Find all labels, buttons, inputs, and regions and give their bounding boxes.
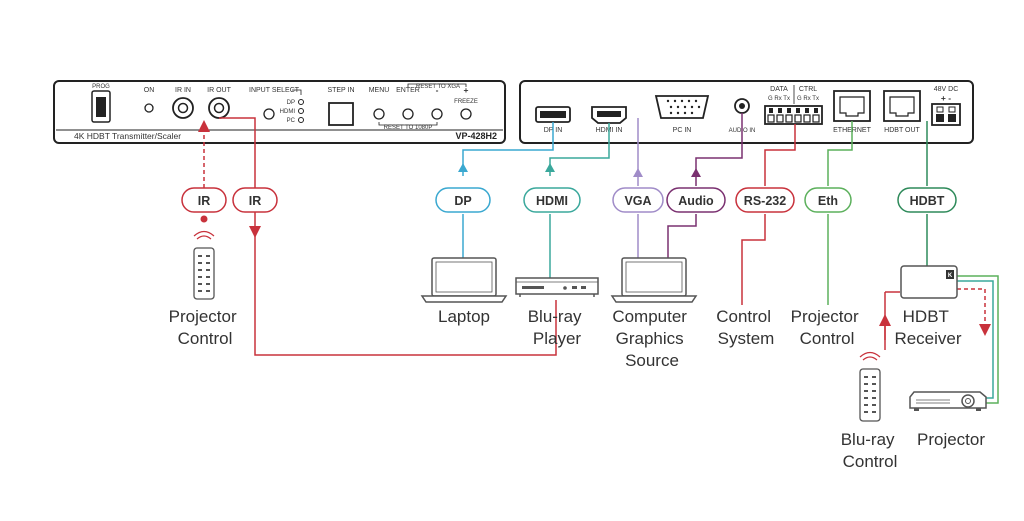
freeze-label: FREEZE: [454, 99, 478, 105]
tag-audio: Audio: [666, 187, 726, 213]
panel-caption: 4K HDBT Transmitter/Scaler: [74, 131, 181, 141]
projector-icon: [909, 391, 987, 411]
power-label: 48V DC: [934, 86, 959, 93]
led-dp: [298, 99, 304, 105]
hdbt-receiver-icon: K: [900, 265, 958, 299]
cable-receiver-projector: [957, 275, 999, 404]
svg-text:VGA: VGA: [624, 194, 651, 208]
cable-rs232: [764, 124, 796, 186]
svg-text:K: K: [948, 273, 953, 279]
label-computer-source: Computer Graphics Source: [612, 307, 691, 370]
model-label: VP-428H2: [455, 131, 497, 141]
on-label: ON: [144, 87, 155, 94]
step-in-button[interactable]: [328, 102, 354, 126]
ir-sensor-dot: [200, 215, 208, 223]
svg-text:HDMI: HDMI: [536, 194, 568, 208]
input-select-label: INPUT SELECT: [249, 87, 300, 94]
device-labels: Projector Control Laptop Blu-ray Player …: [169, 307, 986, 471]
led-hdmi: [298, 108, 304, 114]
data-label: DATA: [770, 86, 788, 93]
menu-label: MENU: [369, 87, 390, 94]
label-laptop: Laptop: [438, 307, 490, 326]
computer-laptop-icon: [610, 257, 698, 303]
tag-ir-in: IR: [181, 187, 227, 213]
led-pc-label: PC: [287, 118, 296, 124]
hdbt-out-label: HDBT OUT: [884, 127, 920, 134]
data-pins-label: G Rx Tx: [768, 96, 790, 102]
label-bluray-control: Blu-ray Control: [841, 430, 900, 471]
label-hdbt-receiver: HDBT Receiver: [894, 307, 961, 348]
menu-button[interactable]: [373, 108, 385, 120]
cable-tags: IR IR DP HDMI VGA Audio RS-232 Eth: [181, 187, 957, 213]
svg-text:IR: IR: [249, 194, 262, 208]
reset-1080-label: RESET TO 1080P: [384, 125, 433, 131]
prog-label: PROG: [92, 84, 110, 90]
power-pins-label: + -: [941, 93, 951, 103]
tag-dp: DP: [435, 187, 491, 213]
cables: [198, 113, 999, 404]
laptop-icon: [420, 257, 508, 303]
svg-text:IR: IR: [198, 194, 211, 208]
pc-in-label: PC IN: [673, 127, 692, 134]
input-select-button[interactable]: [263, 108, 275, 120]
ctrl-label: CTRL: [799, 86, 817, 93]
reset-xga-label: RESET TO XGA: [416, 84, 460, 90]
tag-vga: VGA: [612, 187, 664, 213]
enter-label: ENTER: [396, 87, 420, 94]
projector-remote-icon: [193, 230, 215, 300]
label-projector: Projector: [917, 430, 985, 449]
label-projector-control-2: Projector Control: [791, 307, 864, 348]
front-panel: PROG ON IR IN IR OUT INPUT SELECT DP HDM…: [53, 80, 506, 144]
led-pc: [298, 117, 304, 123]
rear-panel: DP IN HDMI IN PC IN AUDIO IN DATA CTRL G…: [519, 80, 974, 144]
bluray-remote-icon: [859, 351, 881, 422]
svg-text:HDBT: HDBT: [910, 194, 945, 208]
pc-in-port[interactable]: [654, 95, 710, 119]
minus-button[interactable]: [431, 108, 443, 120]
label-bluray-player: Blu-ray Player: [528, 307, 587, 348]
ir-out-label: IR OUT: [207, 87, 231, 94]
cable-receiver-ir-out: [957, 288, 991, 336]
tag-eth: Eth: [804, 187, 852, 213]
plus-button[interactable]: [460, 108, 472, 120]
tag-hdbt: HDBT: [897, 187, 957, 213]
minus-label: -: [436, 85, 439, 95]
label-projector-control-1: Projector Control: [169, 307, 242, 348]
step-in-label: STEP IN: [327, 87, 354, 94]
tag-ir-out: IR: [232, 187, 278, 213]
led-dp-label: DP: [287, 100, 295, 106]
led-hdmi-label: HDMI: [280, 109, 296, 115]
svg-text:RS-232: RS-232: [744, 194, 786, 208]
cable-ir-out-lower: [254, 232, 557, 356]
svg-text:Audio: Audio: [678, 194, 714, 208]
plus-label: +: [464, 85, 469, 95]
cable-arrows: [458, 163, 890, 326]
svg-text:DP: DP: [454, 194, 471, 208]
ir-in-label: IR IN: [175, 87, 191, 94]
enter-button[interactable]: [402, 108, 414, 120]
on-led: [144, 103, 154, 113]
ctrl-pins-label: G Rx Tx: [797, 96, 819, 102]
bluray-player-icon: [515, 277, 599, 297]
tag-rs232: RS-232: [735, 187, 795, 213]
cable-eth: [827, 121, 853, 186]
label-control-system: Control System: [716, 307, 776, 348]
tag-hdmi: HDMI: [523, 187, 581, 213]
svg-text:Eth: Eth: [818, 194, 838, 208]
